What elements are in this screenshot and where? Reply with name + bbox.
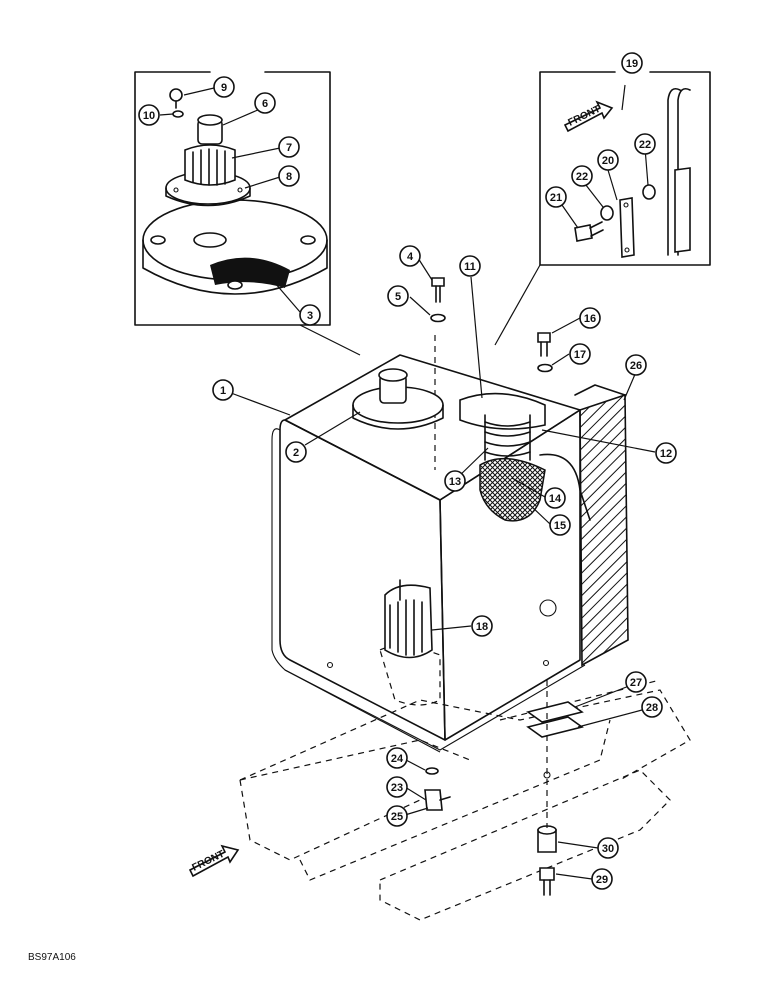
front-arrow-inset: FRONT [563, 100, 614, 133]
callout-23: 23 [386, 776, 408, 798]
callout-5: 5 [387, 285, 409, 307]
svg-text:8: 8 [286, 171, 292, 183]
svg-text:17: 17 [574, 349, 586, 361]
cooler-panel [574, 384, 629, 667]
filter-detail-inset [134, 71, 361, 356]
callout-21: 21 [545, 186, 567, 208]
suction-strainer-assembly [459, 392, 591, 522]
callout-15: 15 [549, 514, 571, 536]
callout-22a: 22 [571, 165, 593, 187]
callout-26: 26 [625, 354, 647, 376]
svg-text:3: 3 [307, 310, 313, 322]
svg-text:24: 24 [391, 753, 404, 765]
callout-13: 13 [444, 470, 466, 492]
svg-text:6: 6 [262, 98, 268, 110]
callout-4: 4 [399, 245, 421, 267]
svg-text:27: 27 [630, 677, 642, 689]
callout-27: 27 [625, 671, 647, 693]
callout-8: 8 [278, 165, 300, 187]
svg-text:1: 1 [220, 385, 226, 397]
svg-text:7: 7 [286, 142, 292, 154]
svg-text:FRONT: FRONT [190, 849, 226, 874]
mounting-hardware-lower [526, 680, 584, 896]
svg-text:22: 22 [576, 171, 588, 183]
return-filter-housing [352, 368, 444, 430]
callout-10: 10 [138, 104, 160, 126]
callout-7: 7 [278, 136, 300, 158]
svg-text:30: 30 [602, 843, 614, 855]
svg-text:28: 28 [646, 702, 658, 714]
callout-16: 16 [579, 307, 601, 329]
suction-filter [384, 579, 433, 659]
callout-9: 9 [213, 76, 235, 98]
svg-text:9: 9 [221, 82, 227, 94]
callout-11: 11 [459, 255, 481, 277]
svg-text:23: 23 [391, 782, 403, 794]
svg-text:19: 19 [626, 58, 638, 70]
callout-28: 28 [641, 696, 663, 718]
svg-text:25: 25 [391, 811, 403, 823]
svg-text:12: 12 [660, 448, 672, 460]
svg-text:15: 15 [554, 520, 566, 532]
callout-3: 3 [299, 304, 321, 326]
callout-12: 12 [655, 442, 677, 464]
callout-19: 19 [621, 52, 643, 74]
callout-30: 30 [597, 837, 619, 859]
svg-text:2: 2 [293, 447, 299, 459]
callout-18: 18 [471, 615, 493, 637]
cooler-mount-detail-inset [494, 71, 711, 346]
callout-17: 17 [569, 343, 591, 365]
svg-text:20: 20 [602, 155, 614, 167]
frame-rails [239, 679, 691, 921]
drawing-code: BS97A106 [28, 952, 76, 963]
svg-text:14: 14 [549, 493, 562, 505]
svg-text:21: 21 [550, 192, 562, 204]
svg-text:4: 4 [407, 251, 414, 263]
svg-text:FRONT: FRONT [566, 104, 602, 129]
callout-14: 14 [544, 487, 566, 509]
svg-text:13: 13 [449, 476, 461, 488]
callout-2: 2 [285, 441, 307, 463]
callout-1: 1 [212, 379, 234, 401]
svg-text:16: 16 [584, 313, 596, 325]
callout-22b: 22 [634, 133, 656, 155]
svg-text:11: 11 [464, 261, 476, 273]
front-arrow-lower: FRONT [188, 844, 240, 878]
svg-text:26: 26 [630, 360, 642, 372]
callout-20: 20 [597, 149, 619, 171]
callout-29: 29 [591, 868, 613, 890]
callout-25: 25 [386, 805, 408, 827]
svg-text:18: 18 [476, 621, 488, 633]
bolt-washer-top [430, 277, 446, 323]
svg-text:10: 10 [143, 110, 155, 122]
bolt-washer-right [537, 332, 553, 373]
svg-text:22: 22 [639, 139, 651, 151]
svg-text:5: 5 [395, 291, 401, 303]
drain-valve [424, 767, 451, 811]
svg-text:29: 29 [596, 874, 608, 886]
callout-6: 6 [254, 92, 276, 114]
callout-24: 24 [386, 747, 408, 769]
